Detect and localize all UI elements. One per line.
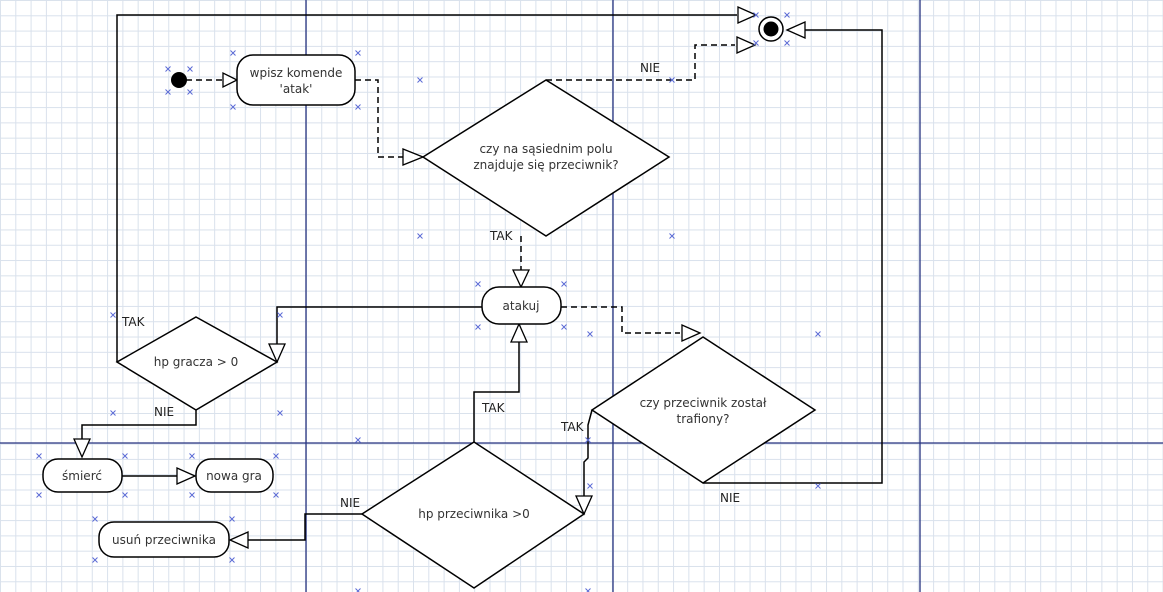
arrowhead (736, 35, 757, 55)
handle-mark (475, 324, 481, 330)
decision-enemy-hit[interactable]: czy przeciwnik został trafiony? (590, 336, 817, 484)
edge-label-tak: TAK (121, 315, 146, 329)
handle-mark (815, 331, 821, 337)
handle-mark (92, 516, 98, 522)
handle-mark (355, 588, 361, 592)
connectors (72, 5, 883, 550)
handle-mark (815, 483, 821, 489)
handle-mark (561, 324, 567, 330)
arrowhead (574, 495, 594, 516)
arrowhead (267, 343, 287, 364)
edge-label-nie: NIE (340, 496, 360, 510)
handle-mark (36, 492, 42, 498)
handle-mark (229, 557, 235, 563)
handle-mark (587, 483, 593, 489)
handle-mark (585, 437, 591, 443)
activity-label: usuń przeciwnika (112, 533, 216, 547)
arrowhead (785, 20, 806, 40)
activity-enter-command[interactable]: wpisz komende 'atak' (236, 54, 356, 106)
handle-mark (230, 50, 236, 56)
selection-handles (36, 12, 821, 592)
arrowhead (222, 71, 239, 89)
activity-attack[interactable]: atakuj (481, 286, 562, 325)
decision-label: trafiony? (677, 412, 730, 426)
activity-remove-enemy[interactable]: usuń przeciwnika (98, 521, 230, 558)
handle-mark (230, 104, 236, 110)
edge-label-nie: NIE (154, 405, 174, 419)
handle-mark (585, 588, 591, 592)
decision-enemy-adjacent[interactable]: czy na sąsiednim polu znajduje się przec… (421, 79, 671, 237)
handle-mark (189, 492, 195, 498)
arrowhead (402, 148, 425, 166)
handle-mark (417, 77, 423, 83)
handle-mark (273, 453, 279, 459)
handle-mark (561, 281, 567, 287)
arrowhead (681, 323, 702, 343)
handle-mark (165, 66, 171, 72)
handle-mark (273, 492, 279, 498)
arrowhead (737, 5, 758, 25)
handle-mark (587, 331, 593, 337)
handle-mark (753, 40, 759, 46)
edge-label-nie: NIE (720, 491, 740, 505)
handle-mark (122, 453, 128, 459)
decision-label: czy na sąsiednim polu (479, 142, 612, 156)
end-node[interactable] (758, 16, 784, 42)
decision-label: hp przeciwnika >0 (418, 507, 530, 521)
arrowhead (228, 530, 249, 550)
handle-mark (784, 40, 790, 46)
handle-mark (229, 516, 235, 522)
decision-player-hp[interactable]: hp gracza > 0 (115, 316, 279, 411)
arrowhead (509, 322, 529, 343)
arrowhead (72, 438, 92, 459)
start-node[interactable] (171, 72, 187, 88)
handle-mark (277, 312, 283, 318)
handle-mark (417, 233, 423, 239)
handle-mark (355, 50, 361, 56)
handle-mark (277, 410, 283, 416)
decision-label: hp gracza > 0 (154, 355, 239, 369)
activity-label: wpisz komende (250, 66, 343, 80)
activity-label: atakuj (503, 299, 540, 313)
edge-label-tak: TAK (560, 420, 585, 434)
handle-mark (189, 453, 195, 459)
activity-label: śmierć (62, 469, 102, 483)
activity-new-game[interactable]: nowa gra (195, 458, 274, 493)
handle-mark (669, 77, 675, 83)
handle-mark (753, 12, 759, 18)
handle-mark (165, 89, 171, 95)
edge-label-nie: NIE (640, 61, 660, 75)
decision-label: znajduje się przeciwnik? (473, 158, 618, 172)
handle-mark (187, 89, 193, 95)
activity-label: 'atak' (280, 82, 313, 96)
decision-enemy-hp[interactable]: hp przeciwnika >0 (360, 441, 586, 589)
handle-mark (110, 410, 116, 416)
handle-mark (110, 312, 116, 318)
edge-label-tak: TAK (481, 401, 506, 415)
handle-mark (187, 66, 193, 72)
handle-mark (669, 233, 675, 239)
handle-mark (122, 492, 128, 498)
edge-labels: NIE TAK TAK NIE TAK TAK NIE NIE (121, 61, 740, 510)
handle-mark (355, 437, 361, 443)
handle-mark (475, 281, 481, 287)
handle-mark (92, 557, 98, 563)
arrowhead (511, 269, 531, 289)
activity-death[interactable]: śmierć (42, 458, 123, 493)
handle-mark (355, 104, 361, 110)
decision-label: czy przeciwnik został (640, 396, 767, 410)
arrowhead (176, 466, 197, 486)
edge-label-tak: TAK (489, 229, 514, 243)
handle-mark (784, 12, 790, 18)
handle-mark (36, 453, 42, 459)
activity-label: nowa gra (206, 469, 262, 483)
